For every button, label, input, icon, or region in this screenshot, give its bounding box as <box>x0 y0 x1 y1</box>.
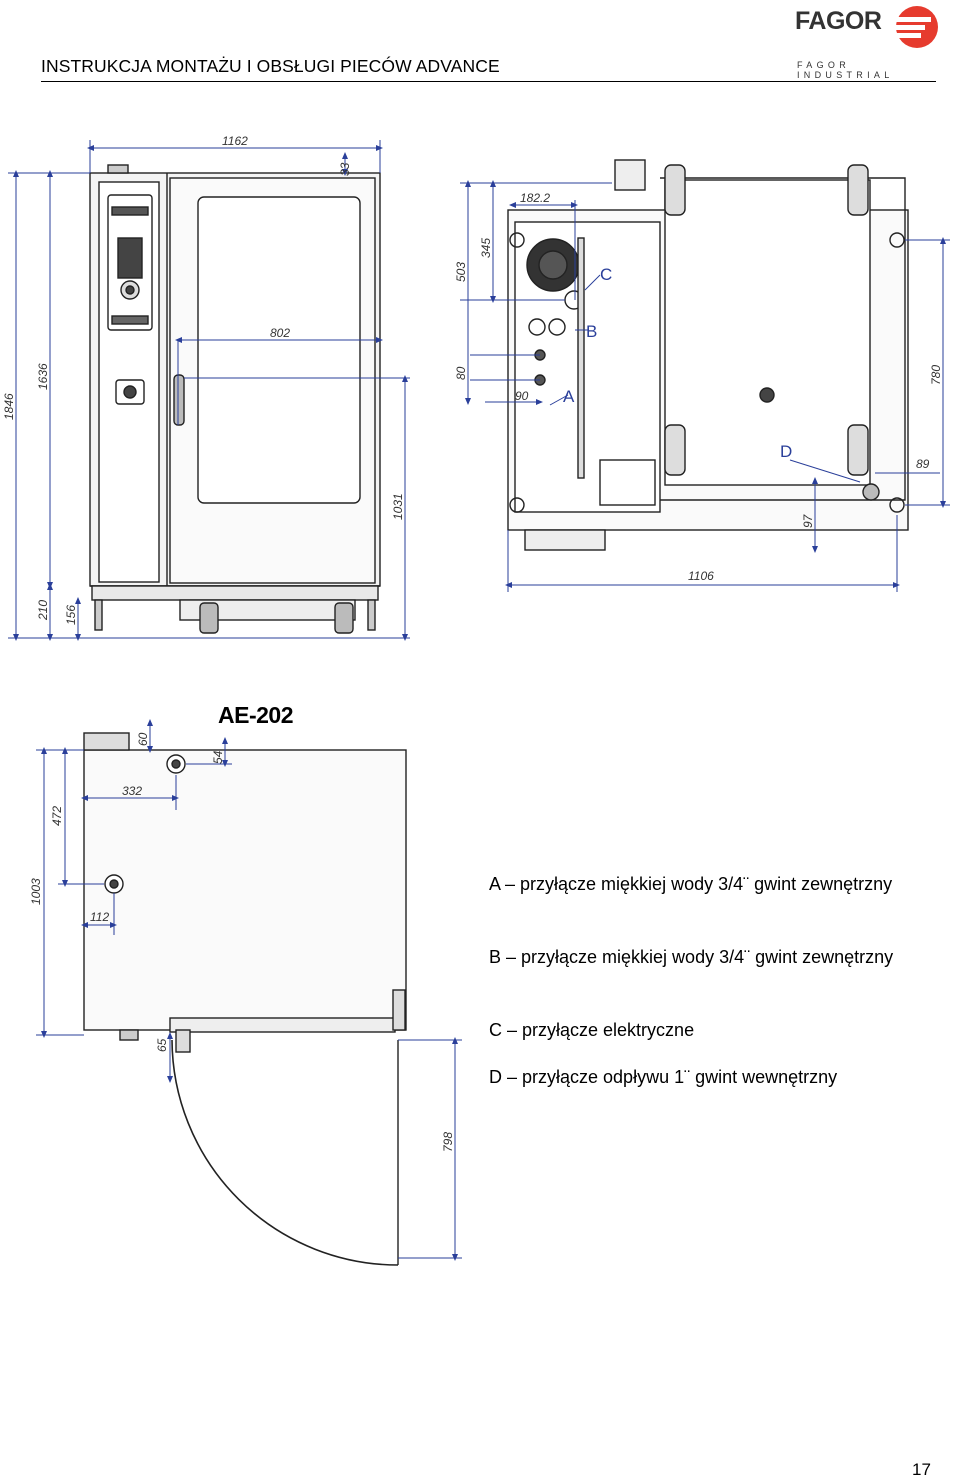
dim-33: 33 <box>338 162 352 176</box>
dim-503: 503 <box>454 262 468 282</box>
front-view <box>89 164 381 634</box>
fagor-logo: FAGOR FAGOR INDUSTRIAL <box>795 4 940 80</box>
dim-156: 156 <box>64 605 78 625</box>
legend-item-a: A – przyłącze miękkiej wody 3/4¨ gwint z… <box>489 870 909 898</box>
legend-item-c: C – przyłącze elektryczne <box>489 1016 909 1044</box>
document-title: INSTRUKCJA MONTAŻU I OBSŁUGI PIECÓW ADVA… <box>41 56 500 76</box>
side-view-dimensions <box>36 719 462 1261</box>
front-view-dimensions <box>8 140 410 641</box>
callout-d: D <box>780 442 792 461</box>
dim-472: 472 <box>50 806 64 826</box>
legend-text-a: A – przyłącze miękkiej wody 3/4¨ gwint z… <box>489 874 893 894</box>
model-label: AE-202 <box>218 702 293 728</box>
dim-90: 90 <box>515 389 529 403</box>
callout-b: B <box>586 322 597 341</box>
legend-text-b: B – przyłącze miękkiej wody 3/4¨ gwint z… <box>489 947 894 967</box>
logo-subtitle: FAGOR INDUSTRIAL <box>797 60 894 80</box>
legend-item-d: D – przyłącze odpływu 1¨ gwint wewnętrzn… <box>489 1063 909 1091</box>
dim-332: 332 <box>122 784 142 798</box>
dim-89: 89 <box>916 457 930 471</box>
legend-text-c: C – przyłącze elektryczne <box>489 1020 695 1040</box>
dim-65: 65 <box>155 1038 169 1052</box>
dim-1003: 1003 <box>29 878 43 905</box>
dim-798: 798 <box>441 1132 455 1152</box>
callout-c: C <box>600 265 612 284</box>
legend-item-b: B – przyłącze miękkiej wody 3/4¨ gwint z… <box>489 943 909 971</box>
dim-112: 112 <box>90 910 109 924</box>
dim-182-2: 182.2 <box>520 191 550 205</box>
top-view <box>507 159 909 551</box>
dim-1106: 1106 <box>688 569 714 583</box>
dim-1846: 1846 <box>2 393 16 420</box>
dim-780: 780 <box>929 365 943 385</box>
dim-345: 345 <box>479 238 493 258</box>
dim-802: 802 <box>270 326 290 340</box>
dim-60: 60 <box>136 732 150 746</box>
callout-a: A <box>563 387 575 406</box>
top-view-dimensions <box>460 180 950 592</box>
logo-emblem-icon <box>895 6 938 48</box>
dim-80: 80 <box>454 366 468 380</box>
dim-1031: 1031 <box>391 493 405 520</box>
dim-210: 210 <box>36 600 50 621</box>
dim-97: 97 <box>801 513 815 528</box>
dim-1636: 1636 <box>36 363 50 390</box>
side-view <box>83 732 407 1266</box>
header-divider <box>41 81 936 82</box>
legend-text-d: D – przyłącze odpływu 1¨ gwint wewnętrzn… <box>489 1067 838 1087</box>
dim-1162: 1162 <box>222 134 248 148</box>
page-number: 17 <box>912 1460 931 1479</box>
dim-54: 54 <box>211 750 225 764</box>
logo-wordmark: FAGOR <box>795 7 882 35</box>
